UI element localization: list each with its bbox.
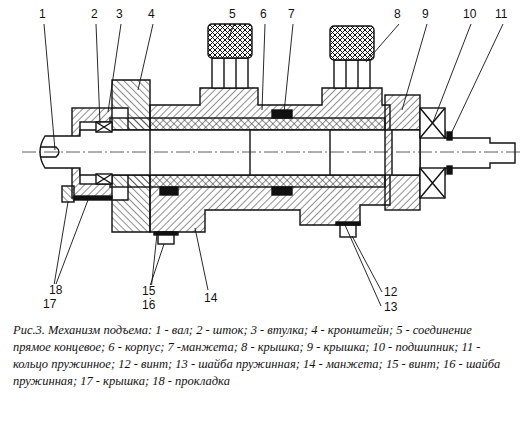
spring-ring xyxy=(447,166,452,174)
callout-number: 3 xyxy=(115,8,124,21)
center-line xyxy=(22,152,520,153)
shaft-step xyxy=(149,130,150,175)
callout-number: 12 xyxy=(383,286,398,299)
shaft-step xyxy=(249,130,250,175)
cover xyxy=(385,95,420,210)
leader-line xyxy=(52,202,68,297)
leader-line xyxy=(96,24,100,124)
fitting-nut-edge xyxy=(235,58,236,88)
callout-number: 9 xyxy=(421,8,430,21)
bearing-cross xyxy=(96,122,112,184)
cuff xyxy=(272,110,292,118)
leader-line xyxy=(284,24,293,113)
leader-line xyxy=(450,24,503,136)
callout-number: 11 xyxy=(494,8,508,21)
fitting-nut-edge xyxy=(357,60,358,88)
callout-number: 13 xyxy=(383,301,398,314)
leader-line xyxy=(56,200,88,284)
callout-number: 5 xyxy=(228,8,237,21)
figure-caption: Рис.3. Механизм подъема: 1 - вал; 2 - шт… xyxy=(13,322,511,390)
leader-line xyxy=(262,24,265,110)
fitting-cap xyxy=(208,24,252,58)
washer xyxy=(336,222,360,225)
callout-number: 7 xyxy=(287,8,296,21)
callout-number: 18 xyxy=(48,284,63,297)
cuff xyxy=(272,187,292,195)
callout-number: 15 xyxy=(141,285,156,298)
fitting-nut xyxy=(212,58,248,88)
callout-number: 10 xyxy=(462,8,477,21)
leader-line xyxy=(433,24,471,122)
fitting-nut xyxy=(334,60,370,88)
leader-line xyxy=(195,228,208,290)
leader-line xyxy=(108,24,121,112)
callout-number: 17 xyxy=(42,298,57,311)
callout-number: 16 xyxy=(141,299,156,312)
cover-bore xyxy=(392,130,420,175)
rod-wall-bottom xyxy=(110,175,385,187)
rod-wall-top xyxy=(110,118,385,130)
callout-number: 1 xyxy=(38,8,47,21)
callout-number: 2 xyxy=(90,8,99,21)
leader-line xyxy=(228,24,234,40)
cover xyxy=(62,186,74,202)
leader-line xyxy=(366,24,399,62)
leader-line xyxy=(402,24,427,110)
callout-number: 4 xyxy=(147,8,156,21)
shaft-step xyxy=(329,130,330,175)
fitting-cap xyxy=(330,26,374,60)
leader-line xyxy=(138,24,153,90)
leader-lines xyxy=(44,24,503,306)
leader-line xyxy=(352,236,382,292)
fitting-nut-edge xyxy=(345,60,346,88)
cuff xyxy=(160,187,178,195)
gasket xyxy=(74,196,112,200)
bearing-cross xyxy=(420,108,445,198)
washer xyxy=(154,232,178,235)
leader-line xyxy=(345,225,381,306)
callout-number: 14 xyxy=(203,292,218,305)
fitting-nut-edge xyxy=(223,58,224,88)
drawing-body xyxy=(40,24,515,244)
callout-number: 6 xyxy=(259,8,268,21)
callout-number: 8 xyxy=(393,8,402,21)
leader-line xyxy=(44,24,55,150)
